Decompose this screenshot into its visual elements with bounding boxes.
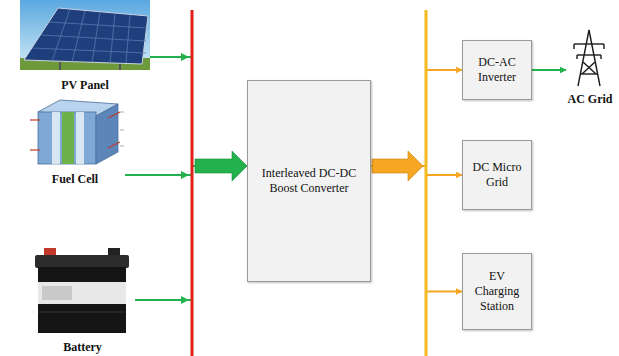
bus-arrowheads [181, 53, 189, 304]
picture-caption-node: Fuel Cell [25, 96, 125, 186]
power-flow-arrow [195, 151, 247, 181]
power-flow-connector [371, 166, 462, 292]
picture-caption-node: PV Panel [20, 0, 150, 92]
picture-caption-node: AC Grid [566, 24, 614, 106]
box-label: Interleaved DC-DC Boost Converter [256, 166, 362, 196]
input-dc-bus [191, 10, 194, 356]
power-flow-connector [532, 69, 566, 71]
picture-caption: AC Grid [566, 93, 615, 106]
power-flow-connector [150, 57, 247, 166]
picture-caption-node: Battery [30, 240, 135, 354]
process-box: Interleaved DC-DC Boost Converter [247, 80, 371, 282]
battery-picture [35, 248, 129, 333]
picture-caption: Battery [61, 341, 104, 354]
output-dc-bus [425, 10, 428, 356]
process-box: EV Charging Station [462, 253, 532, 330]
process-box: DC-AC Inverter [462, 40, 532, 100]
box-label: EV Charging Station [467, 269, 527, 314]
pv-panel-picture [20, 0, 150, 70]
process-box: DC Micro Grid [462, 140, 532, 210]
transmission-tower-icon [574, 30, 604, 86]
box-label: DC-AC Inverter [467, 55, 527, 85]
picture-caption: PV Panel [59, 79, 110, 92]
fuel-cell-picture [30, 100, 124, 164]
picture-caption: Fuel Cell [50, 173, 100, 186]
power-flow-connector [371, 70, 462, 166]
box-label: DC Micro Grid [467, 160, 527, 190]
power-flow-arrow [372, 151, 423, 181]
